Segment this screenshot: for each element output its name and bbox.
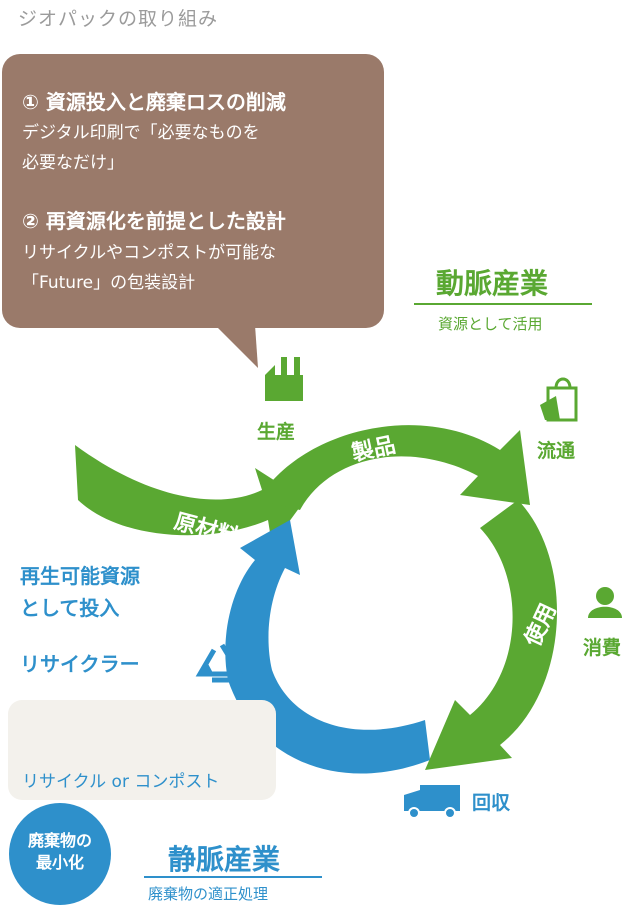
truck-icon: [404, 785, 460, 819]
recycle-label: 再資源化: [288, 623, 373, 698]
step-consumption: 消費: [583, 637, 622, 659]
step-production: 生産: [257, 421, 296, 443]
arterial-divider: [414, 303, 592, 305]
venous-title: 静脈産業: [168, 843, 281, 876]
point2-title: ② 再資源化を前提とした設計: [22, 209, 286, 233]
recycle-arrow: [225, 520, 430, 774]
point2-line1: リサイクルやコンポストが可能な: [22, 243, 277, 263]
recycle-icon: [195, 643, 243, 683]
step-distribution: 流通: [537, 440, 576, 462]
page-title: ジオパックの取り組み: [18, 8, 219, 30]
recycler-label: リサイクラー: [20, 652, 140, 676]
renewable-line2: として投入: [20, 596, 120, 620]
venous-subtitle: 廃棄物の適正処理: [148, 885, 269, 903]
point1-line2: 必要なだけ」: [22, 153, 124, 173]
venous-divider: [144, 876, 322, 878]
initiatives-bubble: [2, 54, 384, 328]
use-arrow: [425, 500, 558, 770]
shopping-bag-icon: [540, 377, 578, 422]
waste-line2: 最小化: [35, 853, 84, 872]
arterial-title: 動脈産業: [436, 267, 549, 300]
point2-line2: 「Future」の包装設計: [22, 273, 196, 293]
product-arrow: [258, 425, 530, 510]
point1-title: ① 資源投入と廃棄ロスの削減: [22, 90, 286, 114]
raw-material-arrow: [75, 445, 305, 545]
point1-line1: デジタル印刷で「必要なものを: [22, 123, 260, 143]
renewable-line1: 再生可能資源: [20, 564, 140, 588]
arterial-subtitle: 資源として活用: [438, 315, 543, 333]
step-collection: 回収: [472, 792, 511, 814]
waste-line1: 廃棄物の: [27, 831, 92, 850]
recycle-or-compost-label: リサイクル or コンポスト: [22, 772, 220, 792]
waste-minimization-badge: [9, 803, 111, 905]
person-icon: [588, 587, 622, 618]
recycle-or-compost-box: [8, 700, 276, 800]
waste-badge-text: 廃棄物の 最小化: [9, 830, 111, 874]
factory-icon: [265, 357, 303, 401]
